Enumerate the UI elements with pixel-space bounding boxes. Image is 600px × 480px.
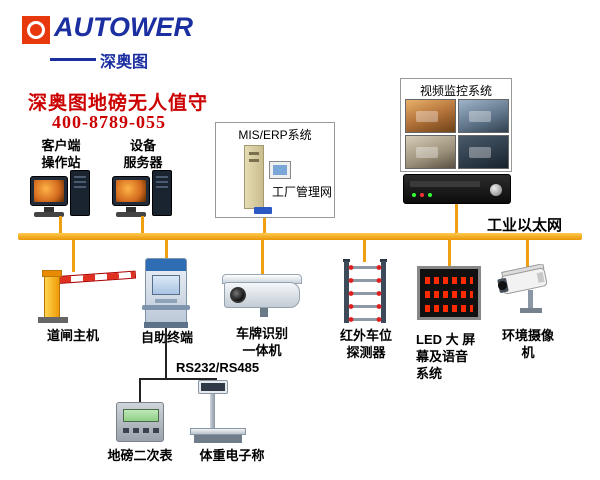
barrier-gate-icon: [38, 266, 148, 326]
surveillance-snapshot: [405, 99, 456, 133]
video-surveillance-title: 视频监控系统: [419, 84, 492, 98]
logo-ring-icon: [27, 21, 45, 39]
server-monitor-icon: [269, 161, 291, 179]
connector-line: [455, 204, 458, 234]
video-surveillance-box: 视频监控系统: [400, 78, 512, 172]
connector-line: [59, 216, 62, 234]
weighbridge-indicator-icon: [116, 402, 164, 442]
surveillance-snapshot: [405, 135, 456, 169]
connector-line: [141, 216, 144, 234]
self-service-kiosk-icon: [142, 258, 190, 328]
connector-line: [448, 240, 451, 268]
barrier-gate-label: 道闸主机: [46, 328, 99, 343]
serial-line: [139, 378, 141, 402]
environment-camera-label: 环境摄像 机: [501, 328, 554, 360]
connector-line: [72, 240, 75, 272]
page-title: 深奥图地磅无人值守: [28, 93, 209, 114]
autower-logo-text: AUTOWER: [54, 12, 193, 42]
autower-logo-mark-icon: [22, 16, 50, 44]
autower-logo-chinese: 深奥图: [100, 54, 149, 71]
phone-number: 400-8789-055: [52, 112, 166, 132]
serial-protocol-label: RS232/RS485: [176, 360, 260, 375]
surveillance-snapshot: [458, 135, 509, 169]
environment-camera-icon: [497, 264, 548, 313]
ethernet-bus-line: [18, 233, 582, 240]
device-server-label: 设备 服务器: [123, 138, 163, 170]
ethernet-bus-label: 工业以太网: [487, 217, 563, 234]
weighbridge-indicator-label: 地磅二次表: [107, 448, 173, 463]
lpr-camera-label: 车牌识别 一体机: [235, 326, 288, 358]
mis-erp-box: MIS/ERP系统 工厂管理网: [215, 122, 335, 218]
mis-erp-title: MIS/ERP系统: [238, 128, 312, 142]
dvr-recorder-icon: [403, 174, 511, 204]
connector-line: [363, 240, 366, 262]
platform-scale-label: 体重电子称: [199, 448, 265, 463]
server-tower-icon: [244, 145, 264, 209]
infrared-detector-label: 红外车位 探测器: [339, 328, 392, 360]
connector-line: [263, 218, 266, 234]
factory-network-label: 工厂管理网: [272, 185, 333, 199]
surveillance-snapshot: [458, 99, 509, 133]
serial-line: [139, 378, 217, 380]
kiosk-label: 自助终端: [136, 330, 198, 347]
client-station-label: 客户端 操作站: [41, 138, 81, 170]
platform-scale-icon: [190, 380, 246, 446]
infrared-detector-icon: [343, 259, 387, 323]
client-station-computer-icon: [30, 170, 92, 220]
device-server-computer-icon: [112, 170, 174, 220]
network-connector-icon: [254, 207, 272, 214]
logo-underline: [50, 58, 96, 61]
lpr-camera-icon: [222, 274, 302, 320]
connector-line: [261, 240, 264, 276]
led-screen-icon: [417, 266, 481, 320]
serial-line: [165, 328, 167, 378]
connector-line: [526, 240, 529, 268]
led-screen-label: LED 大 屏 幕及语音 系统: [416, 332, 476, 381]
connector-line: [165, 240, 168, 260]
